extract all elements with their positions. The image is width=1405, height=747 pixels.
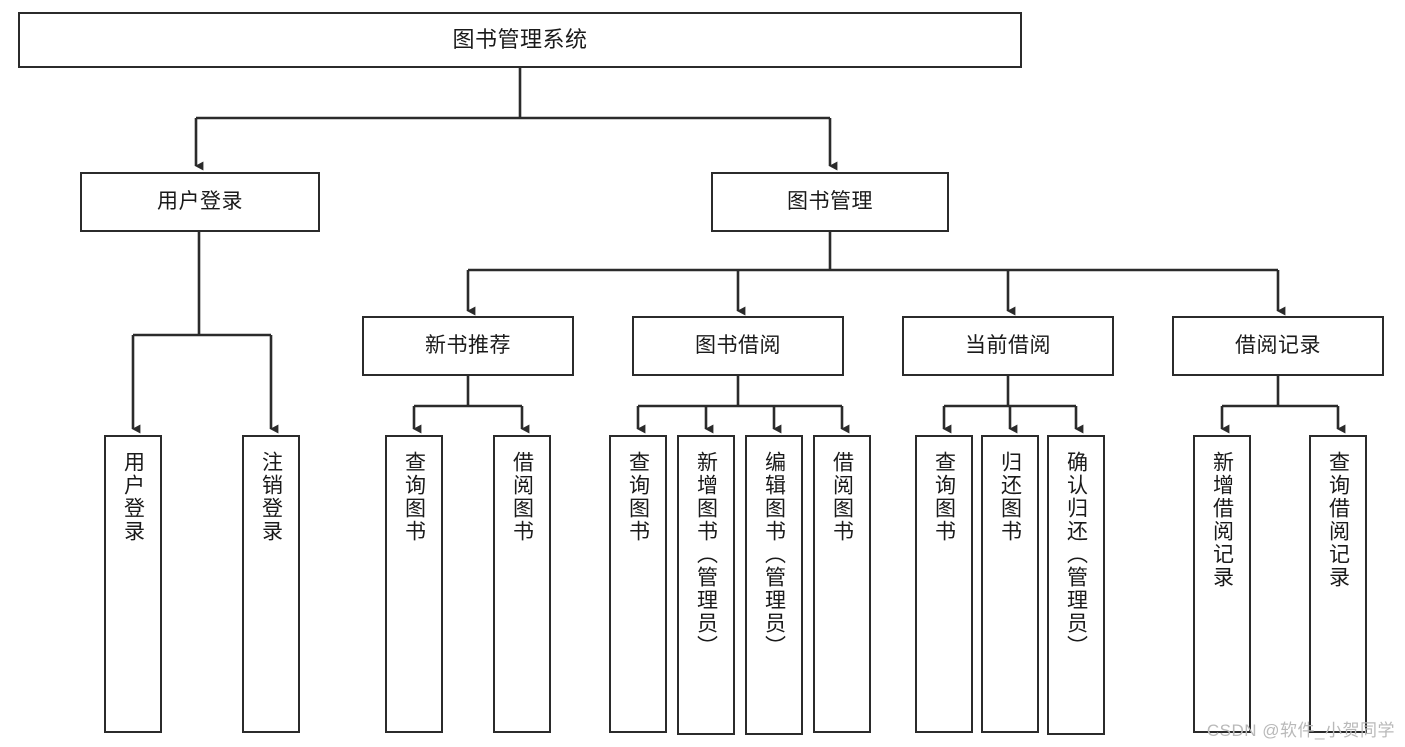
node-leaf-add-book[interactable]: 新增图书（管理员） [677, 435, 735, 735]
node-user-login-label: 用户登录 [157, 189, 243, 213]
node-leaf-query-book-2-label: 查询图书 [626, 451, 650, 543]
node-leaf-return-book[interactable]: 归还图书 [981, 435, 1039, 733]
node-leaf-query-record-label: 查询借阅记录 [1326, 451, 1350, 589]
node-leaf-add-record[interactable]: 新增借阅记录 [1193, 435, 1251, 733]
node-borrow-record[interactable]: 借阅记录 [1172, 316, 1384, 376]
node-leaf-user-login-label: 用户登录 [121, 451, 145, 543]
watermark: CSDN @软件_小贺同学 [1206, 721, 1395, 740]
node-leaf-add-record-label: 新增借阅记录 [1210, 451, 1234, 589]
node-borrow-record-label: 借阅记录 [1235, 333, 1321, 357]
node-new-book-recommend[interactable]: 新书推荐 [362, 316, 574, 376]
node-leaf-query-book-3[interactable]: 查询图书 [915, 435, 973, 733]
node-current-borrow[interactable]: 当前借阅 [902, 316, 1114, 376]
node-leaf-confirm-return[interactable]: 确认归还（管理员） [1047, 435, 1105, 735]
node-leaf-add-book-label: 新增图书（管理员） [694, 451, 718, 658]
node-book-management-label: 图书管理 [787, 189, 873, 213]
node-leaf-confirm-return-label: 确认归还（管理员） [1064, 451, 1088, 658]
node-book-management[interactable]: 图书管理 [711, 172, 949, 232]
node-leaf-return-book-label: 归还图书 [998, 451, 1022, 543]
node-leaf-user-login[interactable]: 用户登录 [104, 435, 162, 733]
node-leaf-borrow-book-2-label: 借阅图书 [830, 451, 854, 543]
node-leaf-query-book-2[interactable]: 查询图书 [609, 435, 667, 733]
node-leaf-user-logout-label: 注销登录 [259, 451, 283, 543]
node-root[interactable]: 图书管理系统 [18, 12, 1022, 68]
node-leaf-borrow-book-1[interactable]: 借阅图书 [493, 435, 551, 733]
node-leaf-borrow-book-1-label: 借阅图书 [510, 451, 534, 543]
node-root-label: 图书管理系统 [452, 27, 588, 53]
node-leaf-user-logout[interactable]: 注销登录 [242, 435, 300, 733]
node-leaf-edit-book-label: 编辑图书（管理员） [762, 451, 786, 658]
node-leaf-query-book-3-label: 查询图书 [932, 451, 956, 543]
node-new-book-recommend-label: 新书推荐 [425, 333, 511, 357]
node-leaf-query-book-1[interactable]: 查询图书 [385, 435, 443, 733]
node-leaf-query-record[interactable]: 查询借阅记录 [1309, 435, 1367, 733]
node-user-login[interactable]: 用户登录 [80, 172, 320, 232]
node-book-borrow[interactable]: 图书借阅 [632, 316, 844, 376]
node-leaf-edit-book[interactable]: 编辑图书（管理员） [745, 435, 803, 735]
node-leaf-query-book-1-label: 查询图书 [402, 451, 426, 543]
node-current-borrow-label: 当前借阅 [965, 333, 1051, 357]
node-book-borrow-label: 图书借阅 [695, 333, 781, 357]
node-leaf-borrow-book-2[interactable]: 借阅图书 [813, 435, 871, 733]
